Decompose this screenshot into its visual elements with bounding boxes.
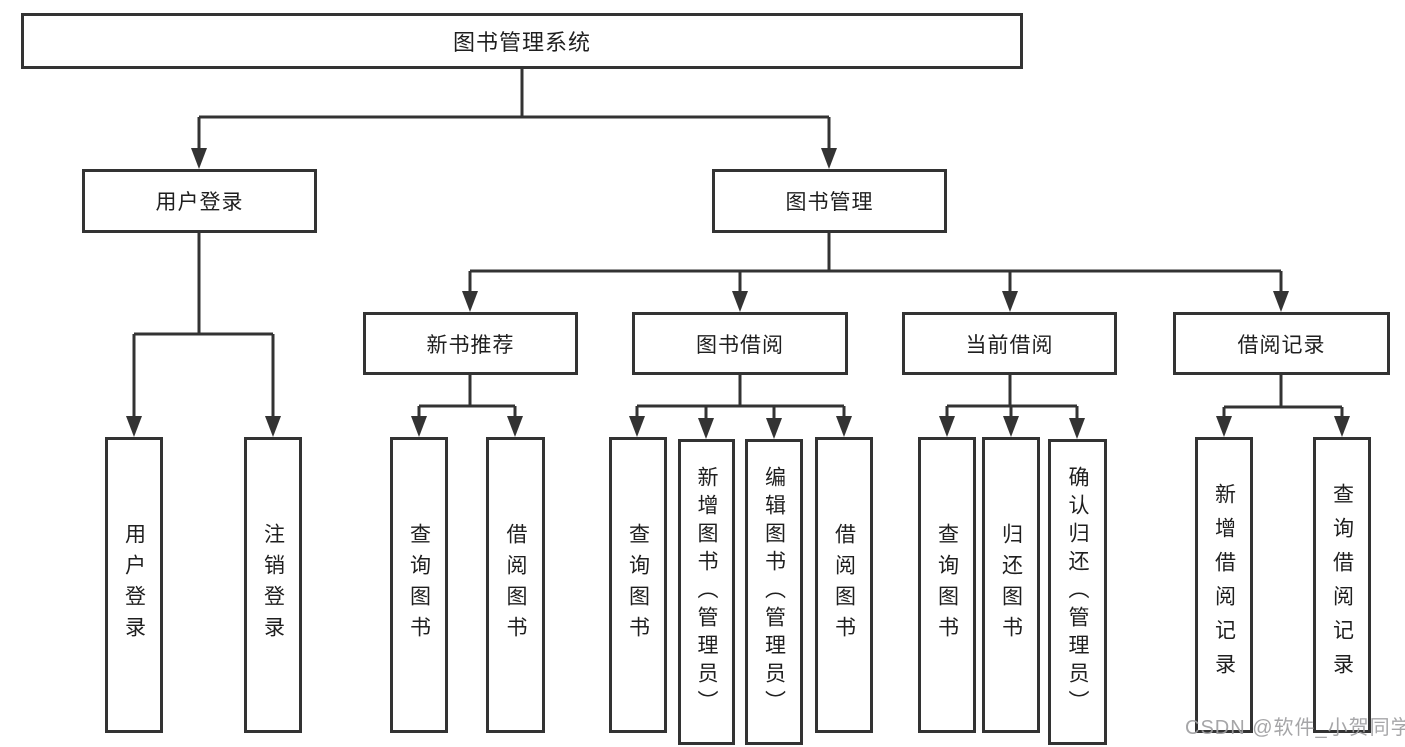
node-label: 查询图书 <box>626 523 650 647</box>
node-label: 归还图书 <box>999 523 1023 647</box>
arrowhead <box>1003 416 1019 437</box>
arrowhead <box>939 416 955 437</box>
node-label: 借阅图书 <box>504 523 527 647</box>
leaf-user-login: 用户登录 <box>105 437 163 733</box>
node-new-book-recommend: 新书推荐 <box>363 312 578 375</box>
csdn-watermark: CSDN @软件_小贺同学 <box>1185 717 1405 739</box>
leaf-query-books-borrow: 查询图书 <box>609 437 667 733</box>
arrowhead <box>411 416 427 437</box>
node-borrow-records: 借阅记录 <box>1173 312 1390 375</box>
leaf-add-borrow-record: 新增借阅记录 <box>1195 437 1253 733</box>
arrowhead <box>1273 291 1289 312</box>
arrowhead <box>1002 291 1018 312</box>
node-label: 图书管理系统 <box>452 30 591 55</box>
arrowhead <box>766 418 782 439</box>
node-label: 借阅图书 <box>832 523 856 647</box>
node-book-borrow: 图书借阅 <box>632 312 848 375</box>
node-label: 查询图书 <box>407 523 431 647</box>
node-label: 查询借阅记录 <box>1330 483 1354 687</box>
node-current-borrow: 当前借阅 <box>902 312 1117 375</box>
arrowhead <box>265 416 281 437</box>
leaf-return-books: 归还图书 <box>982 437 1040 733</box>
leaf-confirm-return-admin: 确认归还（管理员） <box>1048 439 1107 745</box>
arrowhead <box>462 291 478 312</box>
node-label: 图书管理 <box>785 191 874 214</box>
node-library-management-system: 图书管理系统 <box>21 13 1023 69</box>
arrowhead <box>191 148 207 169</box>
arrowhead <box>507 416 523 437</box>
arrowhead <box>1334 416 1350 437</box>
node-label: 新书推荐 <box>426 333 515 357</box>
leaf-borrow-books-recommend: 借阅图书 <box>486 437 545 733</box>
node-user-login: 用户登录 <box>82 169 317 233</box>
node-label: 借阅记录 <box>1237 333 1326 357</box>
arrowhead <box>629 416 645 437</box>
arrowhead <box>126 416 142 437</box>
leaf-add-books-admin: 新增图书（管理员） <box>678 439 735 745</box>
arrowhead <box>821 148 837 169</box>
node-label: 用户登录 <box>155 191 244 214</box>
node-label: 新增图书（管理员） <box>695 466 718 718</box>
node-label: 编辑图书（管理员） <box>762 466 786 718</box>
node-label: 当前借阅 <box>965 333 1054 357</box>
arrowhead <box>836 416 852 437</box>
leaf-query-borrow-record: 查询借阅记录 <box>1313 437 1371 733</box>
arrowhead <box>698 418 714 439</box>
leaf-borrow-books: 借阅图书 <box>815 437 873 733</box>
arrowhead <box>1069 418 1085 439</box>
leaf-logout: 注销登录 <box>244 437 302 733</box>
node-label: 注销登录 <box>261 523 285 647</box>
leaf-edit-books-admin: 编辑图书（管理员） <box>745 439 803 745</box>
node-label: 确认归还（管理员） <box>1066 466 1089 718</box>
node-label: 图书借阅 <box>696 333 784 357</box>
node-label: 用户登录 <box>122 523 146 647</box>
node-label: 查询图书 <box>935 523 959 647</box>
leaf-query-books-current: 查询图书 <box>918 437 976 733</box>
node-book-management: 图书管理 <box>712 169 947 233</box>
arrowhead <box>732 291 748 312</box>
node-label: 新增借阅记录 <box>1212 483 1236 687</box>
leaf-query-books-recommend: 查询图书 <box>390 437 448 733</box>
arrowhead <box>1216 416 1232 437</box>
